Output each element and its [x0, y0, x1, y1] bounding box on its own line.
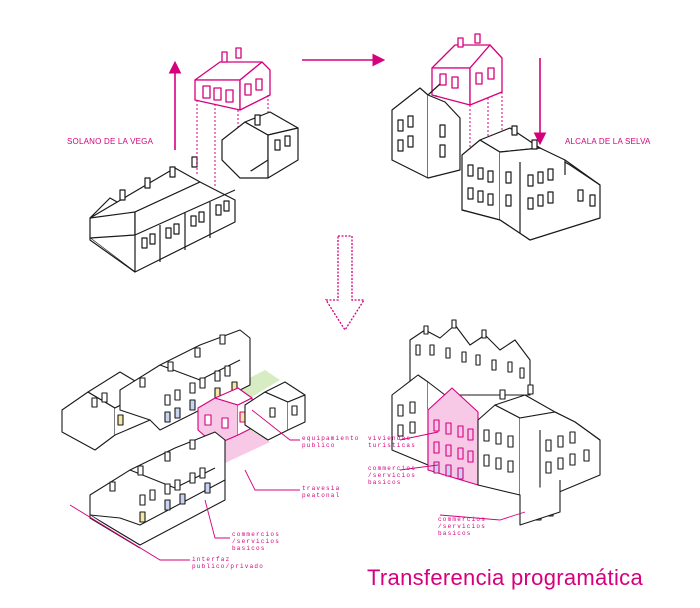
- solano-transformed: [61, 329, 306, 549]
- annot-equipamiento: equipamiento publico: [302, 435, 360, 449]
- annot-commercios-right: commercios /servicios basicos: [438, 516, 487, 537]
- alcala-buildings: [391, 83, 601, 241]
- big-down-arrow: [324, 235, 366, 332]
- leader-equipamiento: [251, 409, 300, 441]
- leader-commercios-right: [439, 511, 526, 521]
- solano-lifted-house: [194, 47, 271, 111]
- leader-commercios-left: [204, 499, 230, 539]
- annot-travesia: travesia peatonal: [302, 485, 341, 499]
- annot-commercios-center: commercios /servicios basicos: [368, 465, 417, 486]
- alcala-lifted-house: [431, 33, 503, 106]
- alcala-transformed: [391, 319, 601, 526]
- leader-commercios-center: [399, 464, 439, 471]
- leader-interfaz: [69, 504, 190, 561]
- leader-travesia: [244, 469, 300, 491]
- page-title: Transferencia programática: [367, 565, 643, 590]
- annot-viviendas: viviendas turisticas: [368, 435, 417, 449]
- solano-single-house: [221, 111, 299, 179]
- solano-row-houses: [89, 156, 236, 273]
- leader-viviendas: [399, 431, 439, 441]
- label-solano: SOLANO DE LA VEGA: [67, 137, 154, 146]
- annot-interfaz: interfaz publico/privado: [192, 556, 265, 570]
- label-alcala: ALCALA DE LA SELVA: [565, 137, 651, 146]
- annot-commercios-left: commercios /servicios basicos: [232, 531, 281, 552]
